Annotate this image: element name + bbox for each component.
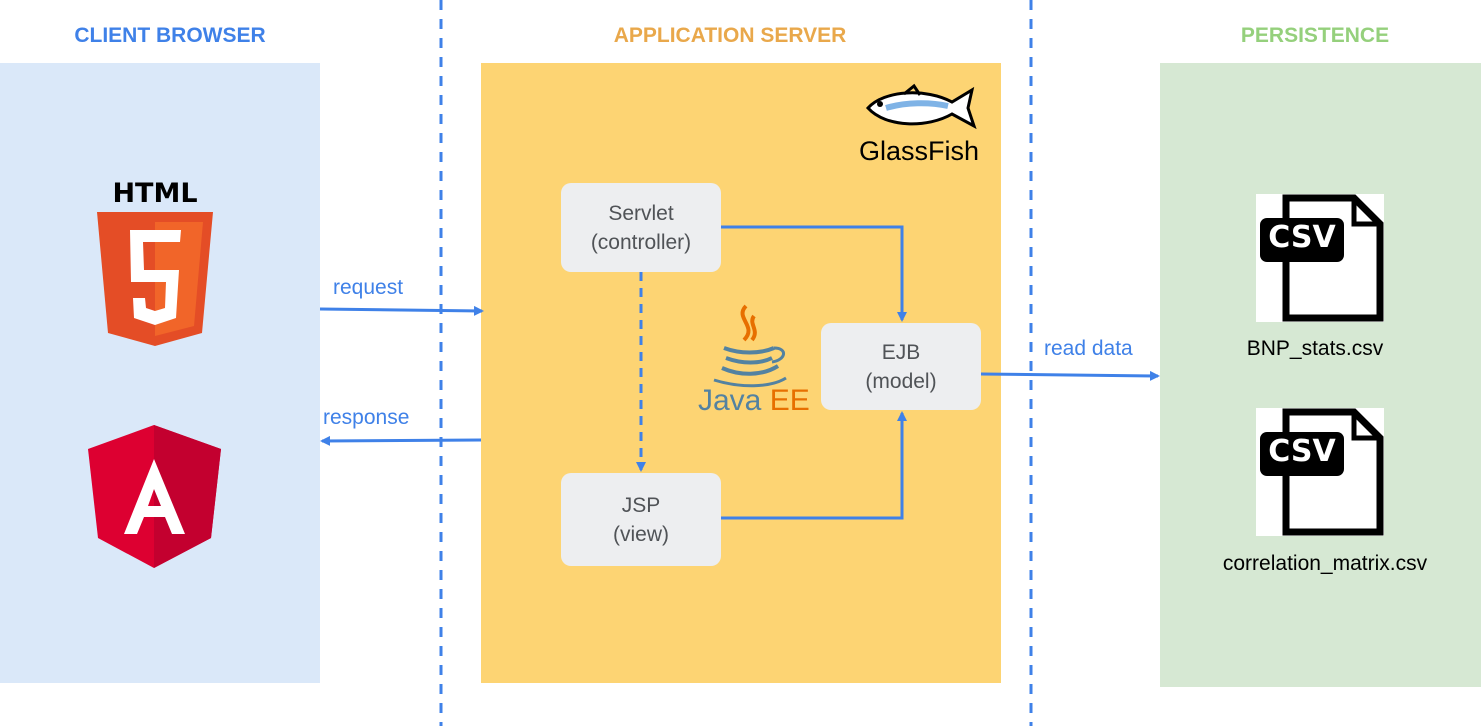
read-data-arrow	[980, 370, 1160, 381]
servlet-to-ejb-arrow	[721, 225, 907, 322]
java-ee-logo-java: Java	[698, 384, 762, 417]
csv-file-icon-text: CSV	[1268, 434, 1336, 469]
jsp-node-title: JSP	[621, 493, 661, 517]
glassfish-fish-icon	[865, 83, 977, 130]
persistence-panel	[1160, 63, 1481, 687]
response-label: response	[323, 406, 410, 429]
ejb-node-title: EJB	[881, 340, 921, 364]
read-data-label: read data	[1044, 337, 1133, 360]
servlet-node: Servlet (controller)	[561, 183, 721, 272]
glassfish-logo-text: GlassFish	[859, 136, 980, 166]
ejb-node-role: (model)	[865, 369, 937, 393]
java-ee-logo: Java EE	[696, 302, 810, 422]
client-browser-title: CLIENT BROWSER	[74, 24, 266, 47]
csv-file-icon-text: CSV	[1268, 220, 1336, 255]
client-browser-panel	[0, 63, 320, 683]
ejb-node: EJB (model)	[821, 323, 981, 410]
html5-logo-text: HTML	[112, 178, 198, 209]
file-name-correlation-matrix: correlation_matrix.csv	[1222, 552, 1428, 575]
html5-shield-icon	[97, 212, 213, 346]
angular-logo	[88, 425, 221, 568]
request-arrow	[319, 305, 484, 316]
servlet-node-title: Servlet	[608, 201, 674, 225]
jsp-node-role: (view)	[613, 522, 669, 546]
jsp-to-ejb-arrow	[721, 411, 907, 520]
file-name-bnp-stats: BNP_stats.csv	[1246, 337, 1384, 360]
csv-file-icon: CSV	[1256, 194, 1384, 322]
persistence-title: PERSISTENCE	[1240, 24, 1390, 47]
java-ee-logo-text: Java EE	[698, 384, 810, 418]
jsp-node: JSP (view)	[561, 473, 721, 566]
html5-logo: HTML	[95, 178, 215, 348]
glassfish-logo: GlassFish	[856, 83, 986, 170]
request-label: request	[333, 276, 404, 299]
csv-file-icon: CSV	[1256, 408, 1384, 536]
java-ee-logo-ee: EE	[769, 384, 810, 417]
response-arrow	[320, 435, 482, 446]
angular-shield-icon	[88, 425, 221, 568]
java-cup-icon	[713, 304, 787, 388]
servlet-node-role: (controller)	[590, 230, 692, 254]
application-server-title: APPLICATION SERVER	[613, 24, 847, 47]
